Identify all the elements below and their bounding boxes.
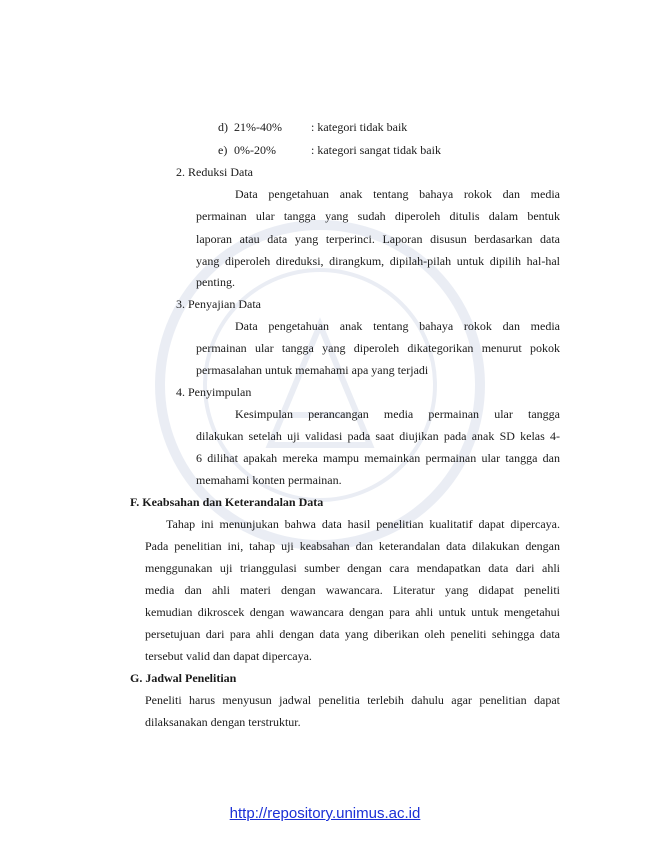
- paragraph-line: media dan ahli materi dengan wawancara. …: [145, 583, 560, 597]
- item-heading: 3. Penyajian Data: [176, 297, 261, 311]
- paragraph-line: Peneliti harus menyusun jadwal penelitia…: [145, 693, 560, 707]
- paragraph-line: laporan atau data yang terperinci. Lapor…: [196, 232, 560, 246]
- list-range-d: 21%-40%: [234, 120, 282, 134]
- paragraph-line: 6 dilihat apakah mereka mampu memainkan …: [196, 451, 560, 465]
- paragraph-line: penting.: [196, 275, 235, 289]
- section-heading-g: G. Jadwal Penelitian: [130, 671, 237, 685]
- list-marker-d: d): [218, 120, 228, 134]
- paragraph-line: Tahap ini menunjukan bahwa data hasil pe…: [166, 517, 560, 531]
- paragraph-line: Kesimpulan perancangan media permainan u…: [235, 407, 560, 421]
- item-heading: 4. Penyimpulan: [176, 385, 252, 399]
- paragraph-line: yang diperoleh direduksi, dirangkum, dip…: [196, 254, 560, 268]
- paragraph-line: menggunakan uji trianggulasi sumber deng…: [145, 561, 560, 575]
- paragraph-line: tersebut valid dan dapat dipercaya.: [145, 649, 312, 663]
- list-range-e: 0%-20%: [234, 143, 276, 157]
- item-heading: 2. Reduksi Data: [176, 165, 253, 179]
- paragraph-line: Data pengetahuan anak tentang bahaya rok…: [235, 187, 560, 201]
- paragraph-line: Data pengetahuan anak tentang bahaya rok…: [235, 319, 560, 333]
- paragraph-line: kemudian dikroscek dengan wawancara deng…: [145, 605, 560, 619]
- paragraph-line: permasalahan untuk memahami apa yang ter…: [196, 363, 429, 377]
- section-heading-f: F. Keabsahan dan Keterandalan Data: [130, 495, 324, 509]
- list-desc-e: : kategori sangat tidak baik: [311, 143, 441, 157]
- list-marker-e: e): [218, 143, 228, 157]
- paragraph-line: persetujuan dari para ahli dengan data y…: [145, 627, 560, 641]
- paragraph-line: permainan ular tangga yang sudah diperol…: [196, 209, 560, 223]
- paragraph-line: dilakukan setelah uji validasi pada saat…: [196, 429, 560, 443]
- repository-link[interactable]: http://repository.unimus.ac.id: [229, 805, 421, 822]
- list-desc-d: : kategori tidak baik: [311, 120, 408, 134]
- paragraph-line: Pada penelitian ini, tahap uji keabsahan…: [145, 539, 560, 553]
- paragraph-line: dilaksanakan dengan terstruktur.: [145, 715, 301, 729]
- paragraph-line: permainan ular tangga yang diperoleh dik…: [196, 341, 560, 355]
- paragraph-line: memahami konten permainan.: [196, 473, 342, 487]
